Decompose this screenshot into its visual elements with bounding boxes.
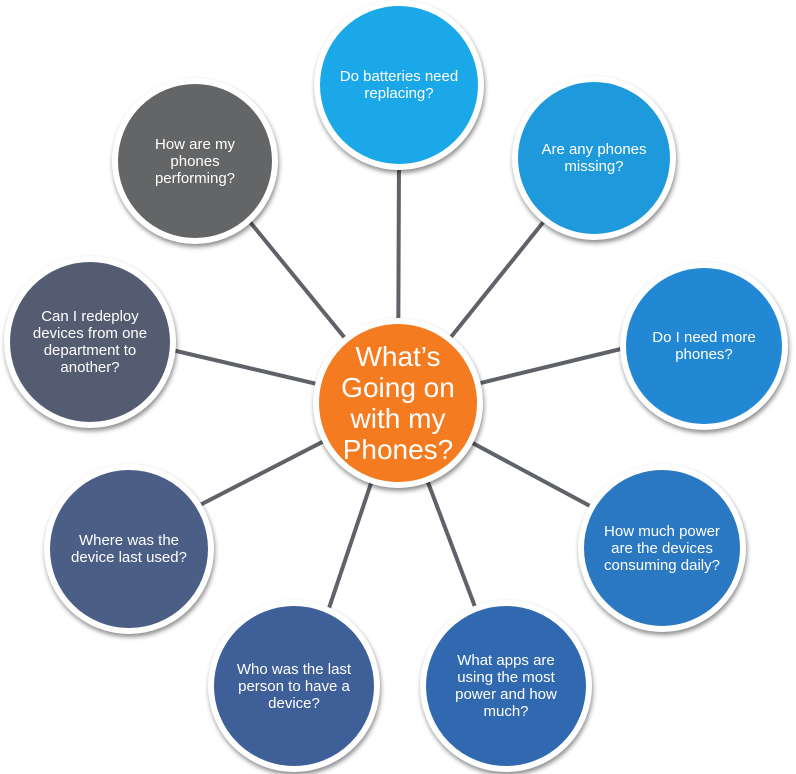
question-node-last-location: Where was the device last used? xyxy=(44,464,214,634)
center-topic-node: What’s Going on with my Phones? xyxy=(313,318,483,488)
question-node-app-power: What apps are using the most power and h… xyxy=(420,600,592,772)
question-label: Do I need more phones? xyxy=(652,329,756,363)
question-label: Who was the last person to have a device… xyxy=(236,660,352,712)
question-node-performance: How are my phones performing? xyxy=(112,78,278,244)
question-node-missing-phones: Are any phones missing? xyxy=(512,76,676,240)
question-label: Can I redeploy devices from one departme… xyxy=(32,308,148,376)
question-node-batteries: Do batteries need replacing? xyxy=(314,0,484,170)
question-node-power-consumption: How much power are the devices consuming… xyxy=(578,464,746,632)
question-label: What apps are using the most power and h… xyxy=(455,652,557,720)
question-label: Where was the device last used? xyxy=(71,532,187,566)
center-topic-label: What’s Going on with my Phones? xyxy=(341,341,455,465)
question-node-last-person: Who was the last person to have a device… xyxy=(208,600,380,772)
question-label: How much power are the devices consuming… xyxy=(604,522,720,574)
question-label: How are my phones performing? xyxy=(154,135,236,187)
question-label: Are any phones missing? xyxy=(541,141,647,175)
question-node-redeploy: Can I redeploy devices from one departme… xyxy=(4,256,176,428)
question-label: Do batteries need replacing? xyxy=(339,68,459,102)
question-node-more-phones: Do I need more phones? xyxy=(620,262,788,430)
